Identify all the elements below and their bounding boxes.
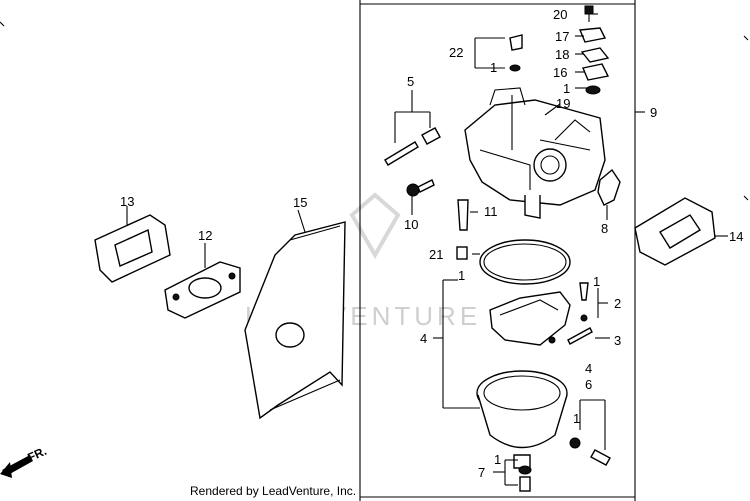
part-21-jet bbox=[456, 246, 468, 260]
callout-7: 7 bbox=[478, 465, 485, 480]
part-6-drain-bolt bbox=[569, 437, 611, 466]
part-15-plate bbox=[244, 209, 346, 420]
callout-9: 9 bbox=[650, 105, 657, 120]
callout-2: 2 bbox=[614, 296, 621, 311]
callout-1-bottom: 1 bbox=[494, 452, 501, 467]
leader-lines bbox=[411, 13, 645, 486]
callout-15: 15 bbox=[293, 195, 307, 210]
callout-21: 21 bbox=[429, 247, 443, 262]
callout-1-bolt: 1 bbox=[573, 411, 580, 426]
part-13-gasket bbox=[94, 206, 171, 283]
callout-13: 13 bbox=[120, 194, 134, 209]
part-5-screws bbox=[384, 90, 441, 166]
callout-6: 6 bbox=[585, 377, 592, 392]
callout-20: 20 bbox=[553, 7, 567, 22]
callout-10: 10 bbox=[404, 217, 418, 232]
callout-16: 16 bbox=[553, 65, 567, 80]
callout-14: 14 bbox=[729, 229, 743, 244]
callout-1-right: 1 bbox=[563, 81, 570, 96]
part-1-float-gasket bbox=[479, 239, 571, 285]
footer-credit: Rendered by LeadVenture, Inc. bbox=[190, 484, 357, 498]
callout-18: 18 bbox=[555, 47, 569, 62]
margin-marks bbox=[0, 21, 749, 201]
part-20-screw bbox=[584, 5, 594, 22]
part-8-valve bbox=[597, 168, 621, 220]
callout-1-gasket: 1 bbox=[458, 268, 465, 283]
part-22-screw bbox=[474, 34, 523, 72]
part-7-screw bbox=[518, 465, 532, 492]
float-bowl bbox=[476, 370, 568, 469]
part-17-cap bbox=[578, 27, 607, 43]
callout-8: 8 bbox=[601, 221, 608, 236]
callout-4-right: 4 bbox=[585, 361, 592, 376]
float bbox=[489, 291, 571, 346]
part-16-lever bbox=[582, 63, 610, 81]
callout-5: 5 bbox=[407, 74, 414, 89]
callout-11: 11 bbox=[484, 204, 498, 219]
callout-3: 3 bbox=[614, 333, 621, 348]
part-11-needle bbox=[457, 199, 478, 231]
part-12-insulator bbox=[164, 243, 241, 319]
callout-4-left: 4 bbox=[420, 331, 427, 346]
part-18-washer bbox=[580, 47, 610, 63]
front-marker-label: FR. bbox=[25, 444, 48, 465]
part-14-gasket bbox=[634, 197, 728, 266]
callout-19: 19 bbox=[556, 96, 570, 111]
callout-22: 22 bbox=[449, 45, 463, 60]
callouts: 20 17 22 18 1 16 5 1 19 9 13 15 10 11 8 … bbox=[120, 7, 743, 480]
callout-12: 12 bbox=[198, 228, 212, 243]
callout-1-top: 1 bbox=[490, 60, 497, 75]
callout-1-valve: 1 bbox=[593, 274, 600, 289]
part-10-screw bbox=[406, 179, 435, 197]
part-1-oring-top bbox=[585, 85, 601, 95]
part-3-pin bbox=[567, 327, 593, 345]
callout-17: 17 bbox=[555, 29, 569, 44]
part-2-float-valve bbox=[579, 282, 589, 322]
carburetor-body bbox=[464, 87, 606, 219]
front-direction-arrow-icon: FR. bbox=[0, 444, 49, 478]
